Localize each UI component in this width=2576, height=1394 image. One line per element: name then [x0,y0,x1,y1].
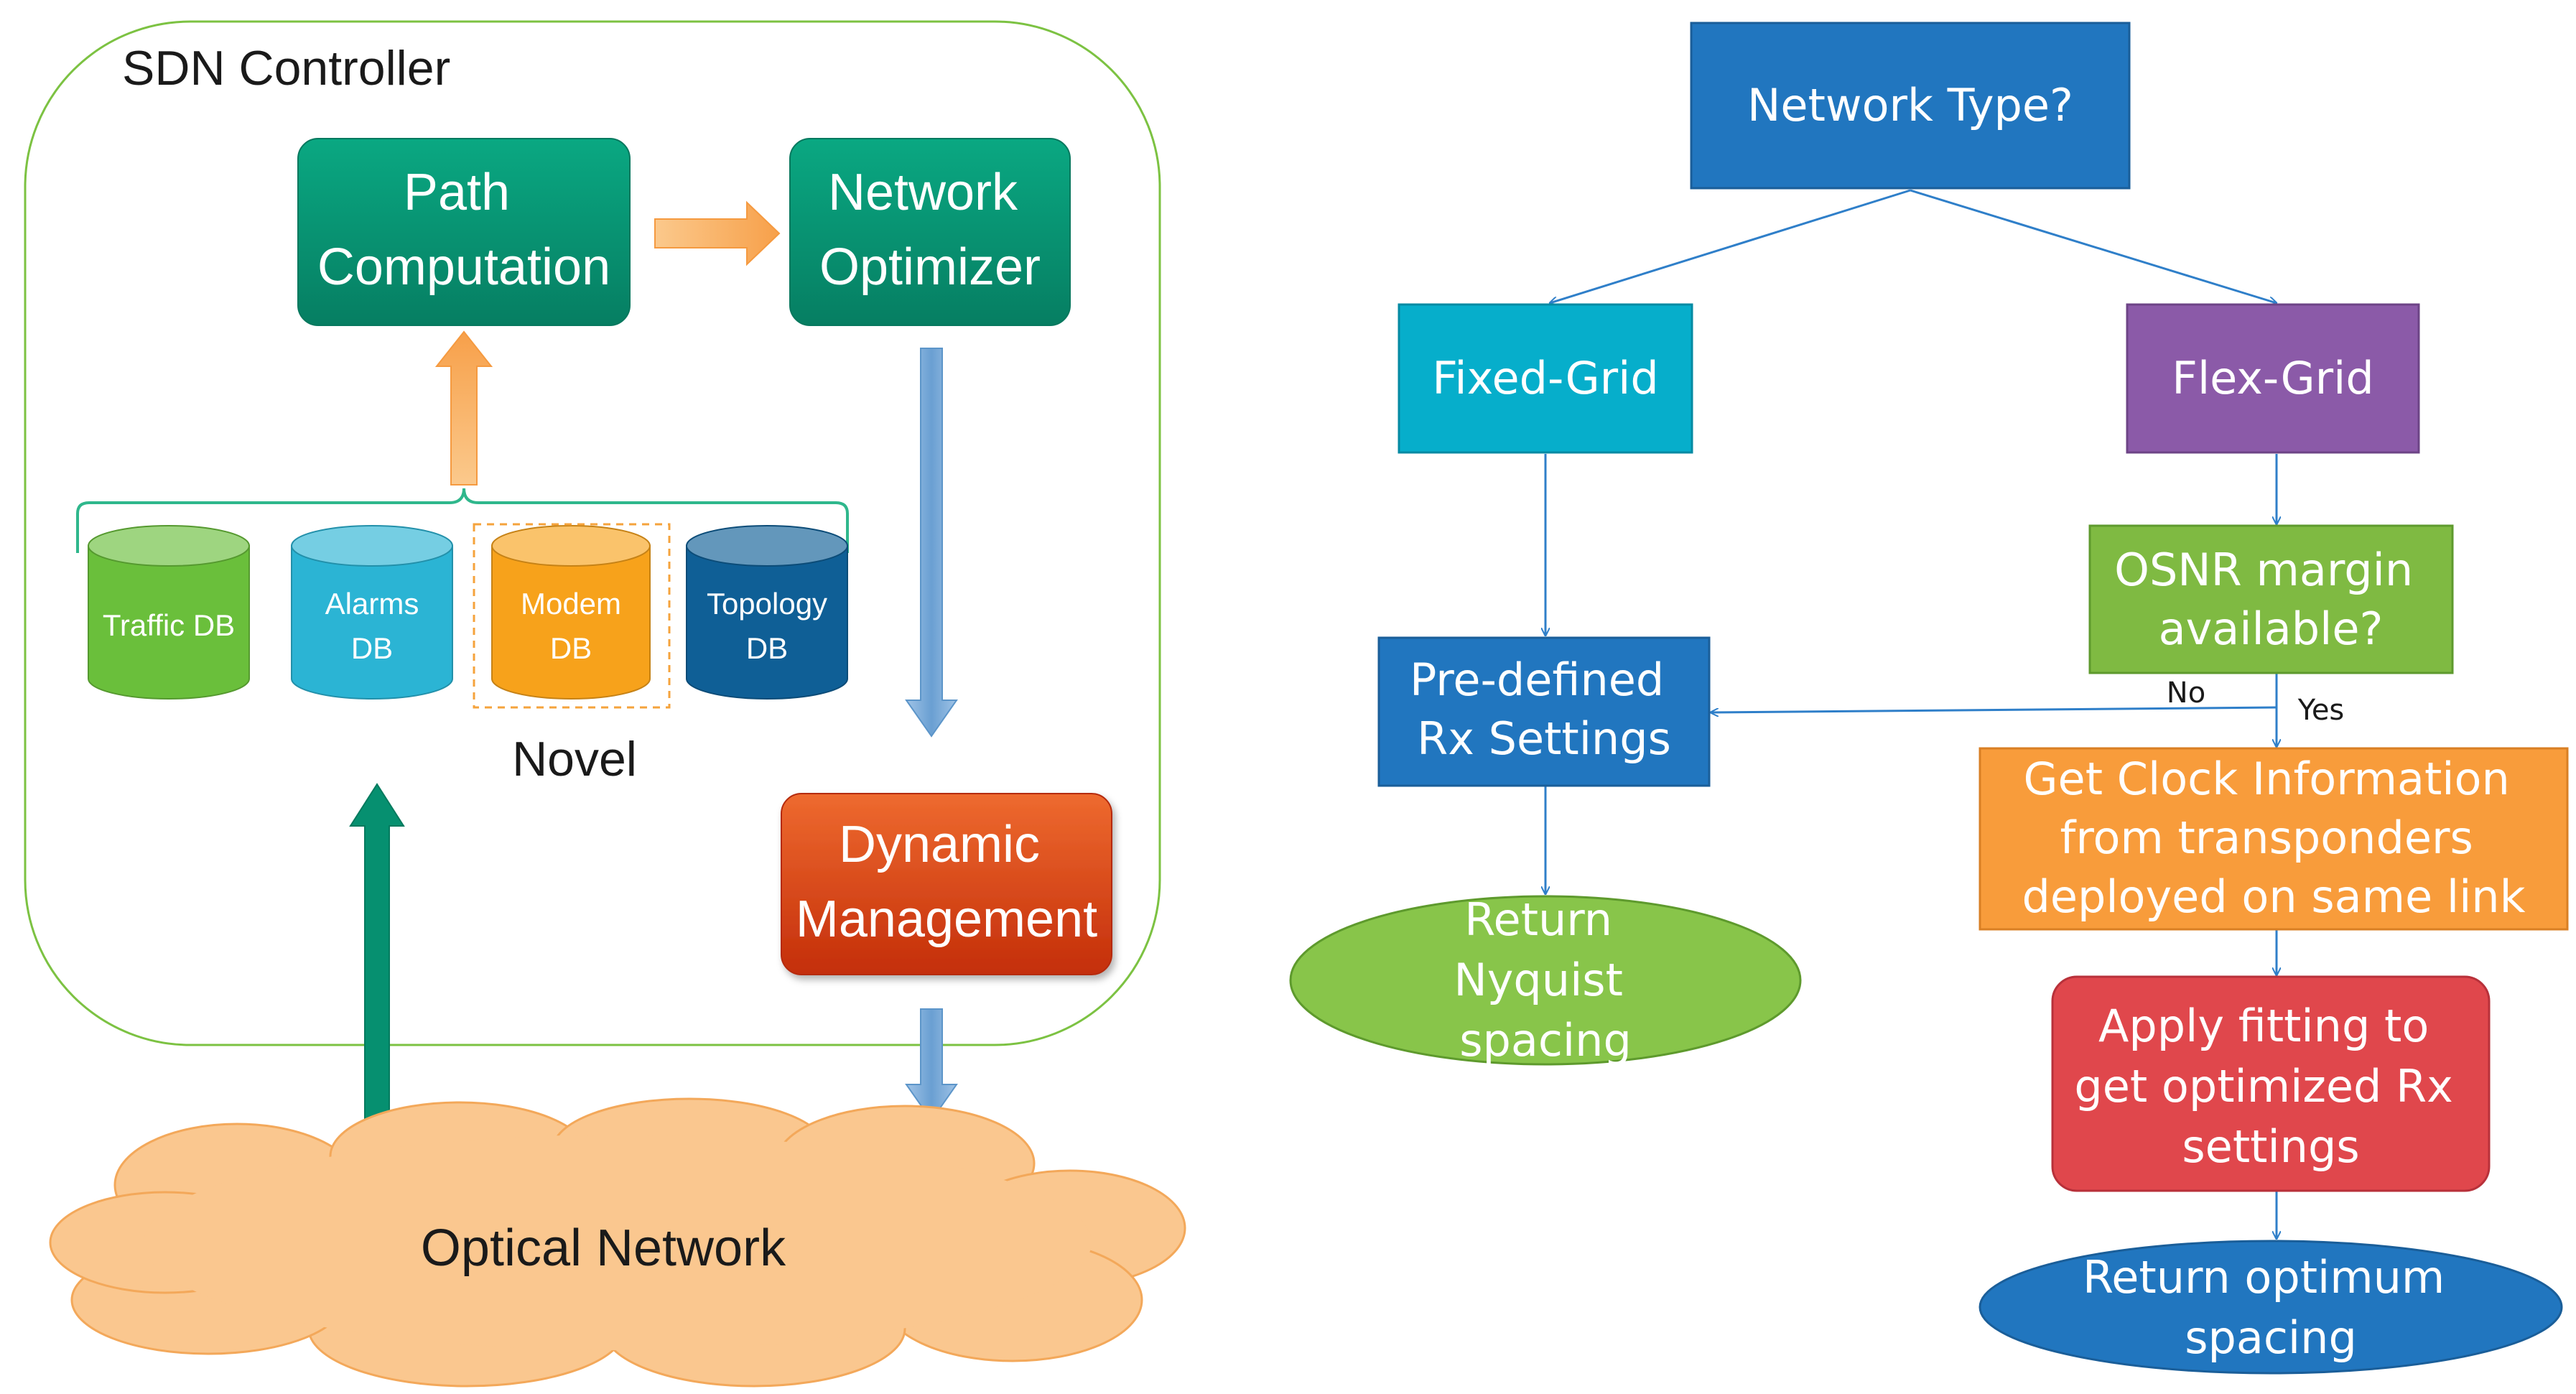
return-nyquist-ellipse[interactable]: Return Nyquist spacing [1289,893,1802,1067]
no-label: No [2167,677,2205,710]
nyquist-line3: spacing [1459,1014,1632,1067]
svg-text:OSNR margin available?: OSNR margin available? [2114,544,2427,655]
database-alarms-line2: DB [351,631,393,665]
fixed-grid-box[interactable]: Fixed-Grid [1398,303,1693,454]
optimum-line2: spacing [2185,1311,2357,1364]
nyquist-line1: Return [1464,893,1612,946]
predefined-line2: Rx Settings [1417,712,1671,765]
network-optimizer-box[interactable]: Network Optimizer [789,138,1071,326]
svg-text:Network Optimizer: Network Optimizer [819,164,1041,296]
osnr-line1: OSNR margin [2114,544,2413,596]
svg-text:Get Clock Information fr: Get Clock Information from transponders … [2022,753,2525,923]
fixed-grid-label: Fixed-Grid [1432,352,1658,404]
path-computation-line2: Computation [317,238,610,296]
network-to-controller-arrow [349,783,405,1125]
sdn-controller-container [24,20,1161,1046]
optical-network-label: Optical Network [421,1219,786,1277]
sdn-controller-label: SDN Controller [122,41,450,96]
svg-text:Return optimum spacing: Return optimum spacing [2083,1251,2459,1364]
database-modem-line1: Modem [521,587,621,621]
fitting-line2: get optimized Rx [2074,1060,2452,1112]
database-traffic-label: Traffic DB [103,608,235,642]
path-computation-box[interactable]: Path Computation [297,138,631,326]
predefined-line1: Pre-defined [1410,654,1664,706]
novel-label: Novel [512,732,637,786]
flex-grid-label: Flex-Grid [2172,352,2373,404]
flow-connectors [1545,189,2277,1239]
svg-text:Return Nyquist spa: Return Nyquist spacing [1454,893,1637,1067]
fitting-line1: Apply fitting to [2098,1000,2429,1052]
db-to-path-arrow [434,330,493,485]
svg-text:Pre-defined Rx Settings: Pre-defined Rx Settings [1410,654,1678,765]
database-modem-line2: DB [550,631,592,665]
clock-line1: Get Clock Information [2024,753,2510,805]
apply-fitting-box[interactable]: Apply fitting to get optimized Rx settin… [2051,975,2491,1192]
svg-text:Path Computation: Path Computation [317,164,610,296]
return-optimum-ellipse[interactable]: Return optimum spacing [1979,1240,2563,1375]
clock-line2: from transponders [2060,812,2473,864]
database-traffic-line1: Traffic DB [103,608,235,642]
svg-text:Dynamic Management: Dynamic Management [796,816,1097,948]
nyquist-line2: Nyquist [1454,954,1623,1006]
osnr-line2: available? [2159,603,2384,655]
dynamic-management-line2: Management [796,891,1097,948]
dynamic-management-line1: Dynamic [839,816,1040,873]
database-brace [76,488,849,553]
modem-highlight-box [473,523,671,709]
path-computation-line1: Path [404,164,510,221]
flex-grid-box[interactable]: Flex-Grid [2126,303,2420,454]
clock-info-box[interactable]: Get Clock Information from transponders … [1979,747,2569,931]
optimum-line1: Return optimum [2083,1251,2445,1304]
network-type-label: Network Type? [1747,79,2073,131]
clock-line3: deployed on same link [2022,870,2525,923]
predefined-rx-box[interactable]: Pre-defined Rx Settings [1377,636,1711,787]
optical-network-cloud: Optical Network [49,1097,1186,1388]
database-traffic-cylinder[interactable]: Traffic DB [88,525,250,700]
network-type-box[interactable]: Network Type? [1690,22,2131,190]
network-optimizer-line2: Optimizer [819,238,1041,296]
dynamic-to-network-arrow [905,1008,958,1122]
osnr-margin-box[interactable]: OSNR margin available? [2088,524,2454,674]
database-alarms-line1: Alarms [325,587,419,621]
yes-label: Yes [2297,694,2345,727]
fitting-line3: settings [2182,1120,2359,1173]
path-to-optimizer-arrow [654,200,781,266]
optimizer-to-dynamic-arrow [905,348,958,738]
network-optimizer-line1: Network [828,164,1018,221]
database-topology-line2: DB [746,631,788,665]
dynamic-management-box[interactable]: Dynamic Management [781,793,1112,975]
database-topology-line1: Topology [707,587,827,621]
svg-text:Apply fitting to get opt: Apply fitting to get optimized Rx settin… [2074,1000,2467,1173]
